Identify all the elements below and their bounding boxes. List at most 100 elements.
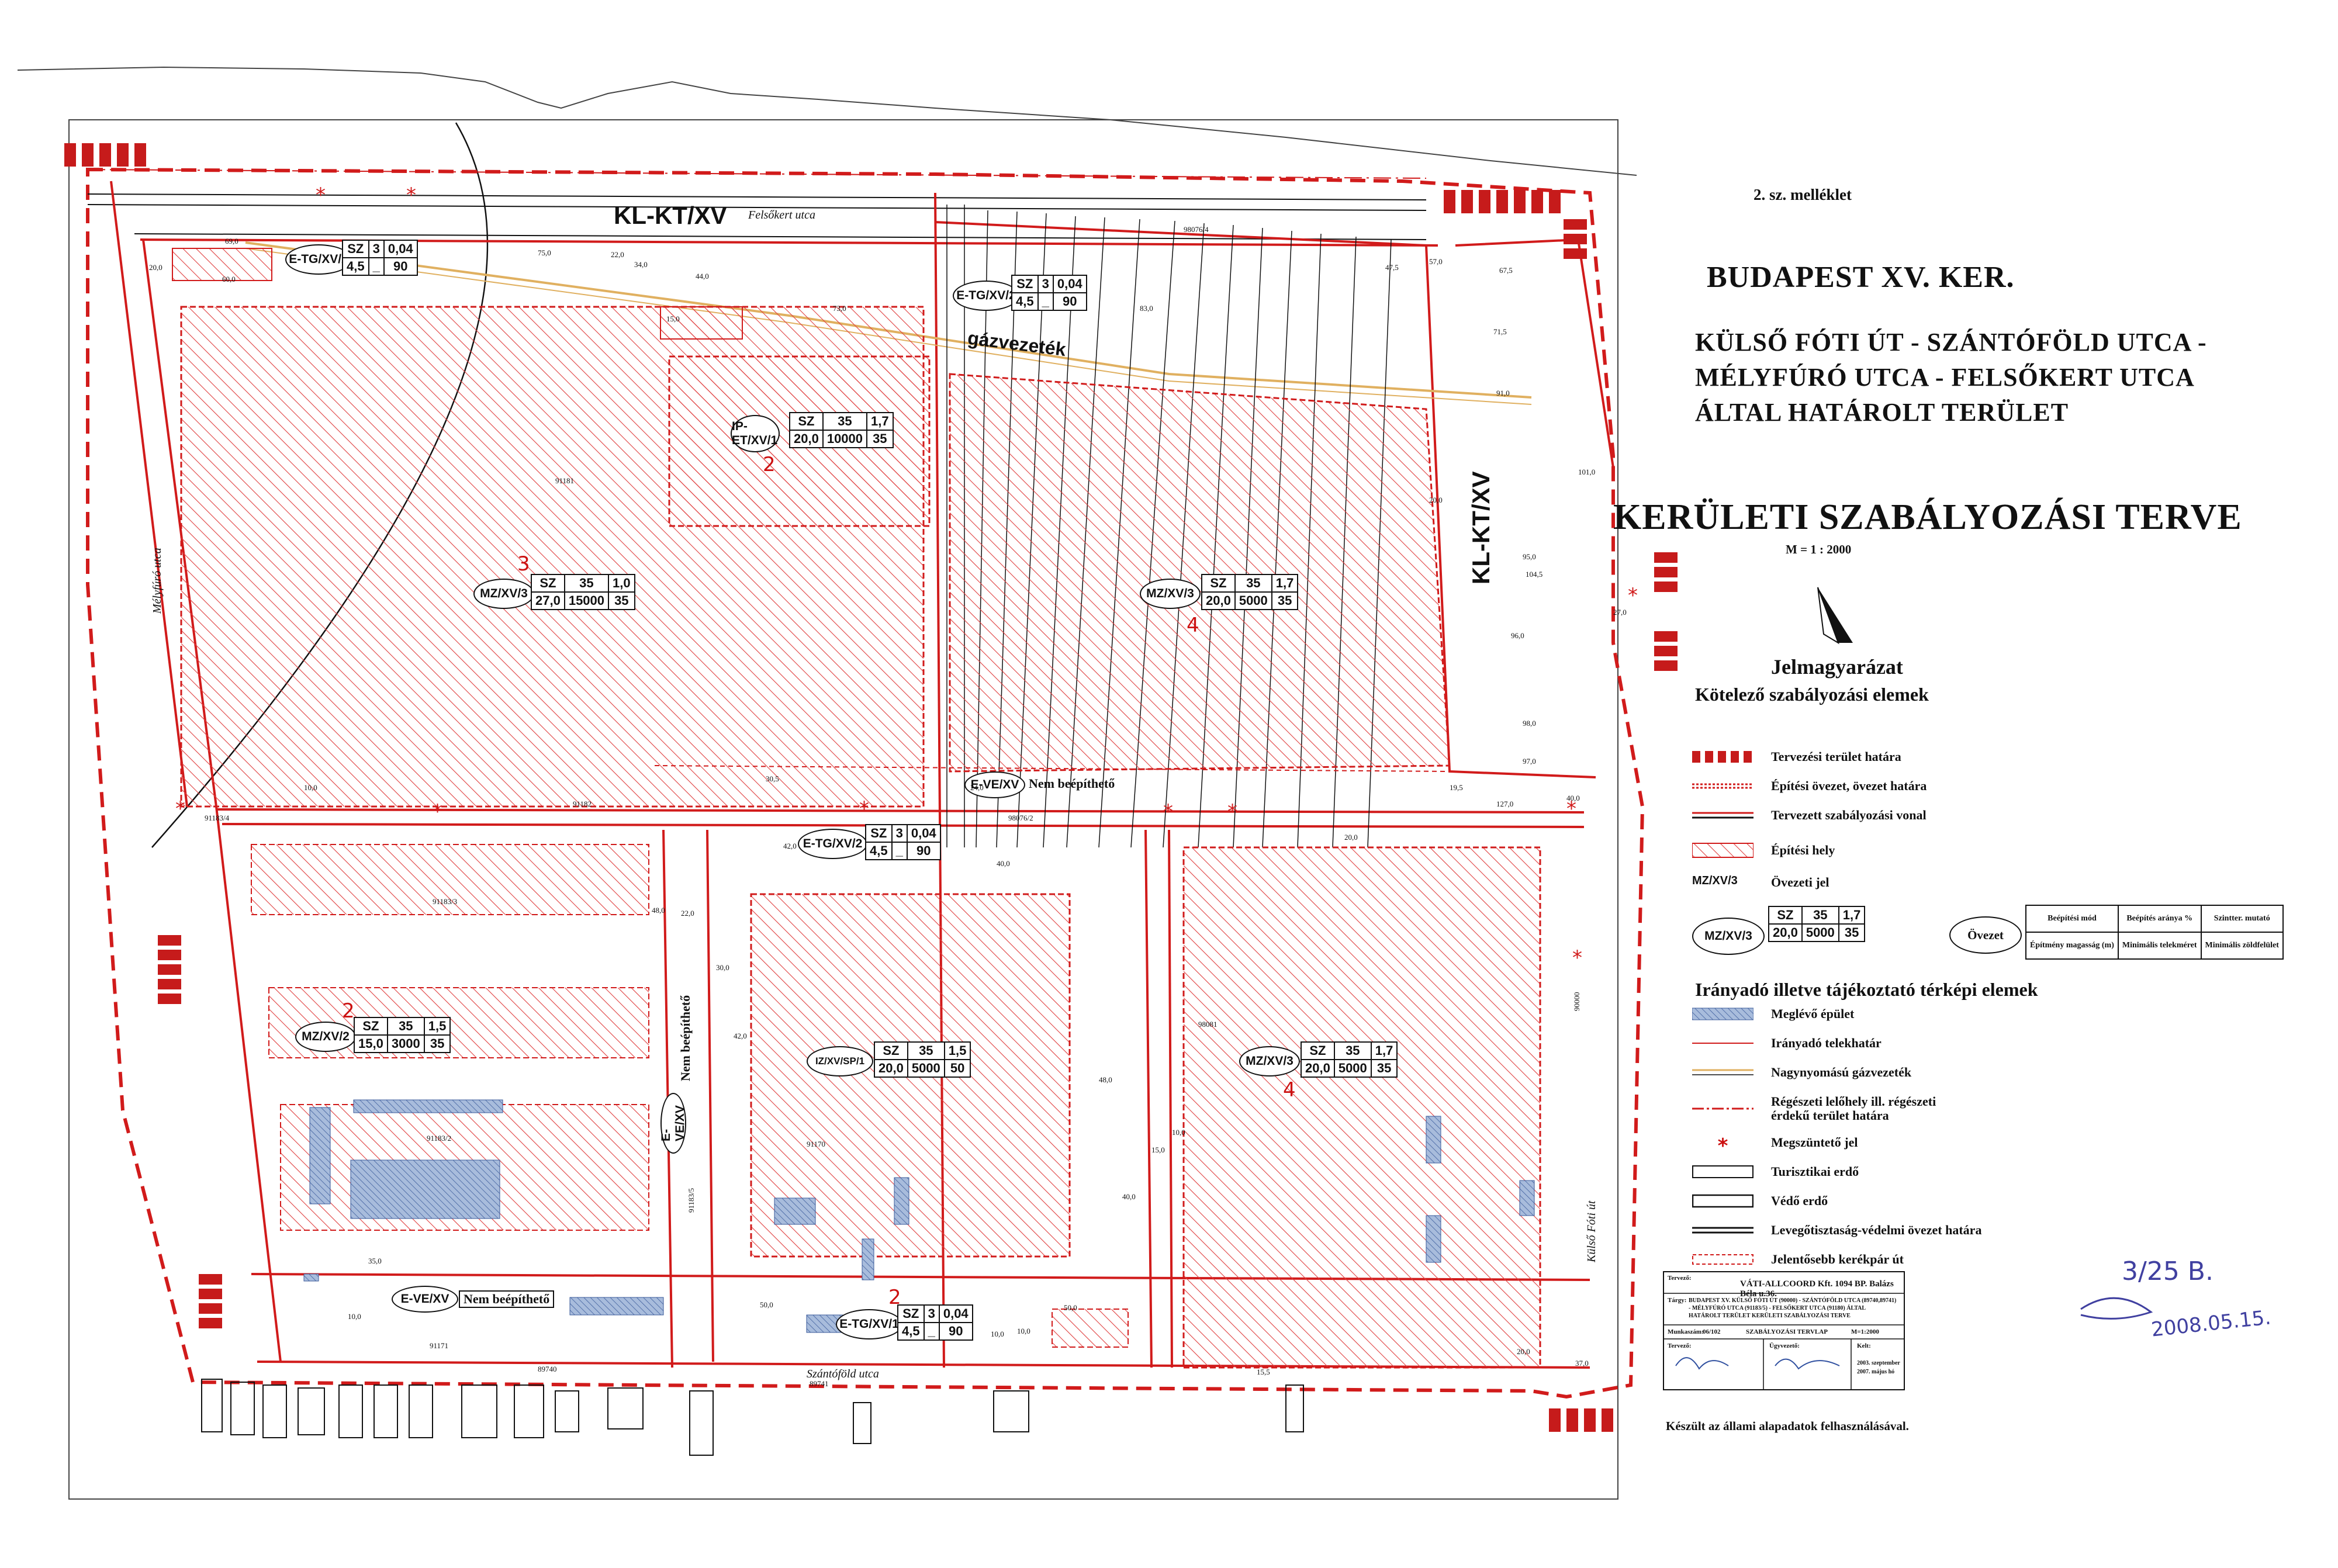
bike-symbol xyxy=(1692,1251,1754,1268)
zone-cell: 1,7 xyxy=(1271,574,1299,593)
handwritten-mark xyxy=(2080,1297,2153,1320)
zone-ellipse-mz3-a[interactable]: MZ/XV/3 xyxy=(473,579,534,609)
zone-mz3-strips xyxy=(949,373,1451,773)
dim-22: 22,0 xyxy=(611,250,624,259)
zone-ellipse-ipet[interactable]: IP-ET/XV/1 xyxy=(731,415,780,452)
parcel-91182: 91182 xyxy=(573,799,592,808)
explain-cell: Szintter. mutató xyxy=(2200,905,2284,933)
dim-40: 40,0 xyxy=(1566,794,1580,802)
dim-30-5: 30,5 xyxy=(766,774,779,783)
title-block: Tervező: VÁTI-ALLCOORD Kft. 1094 BP. Bal… xyxy=(1663,1271,1905,1390)
zone-cell: 5000 xyxy=(1333,1059,1372,1078)
legend-label: Nagynyomású gázvezeték xyxy=(1771,1065,1912,1079)
zone-cell: 15,0 xyxy=(354,1034,388,1053)
legend-item-zone-code: MZ/XV/3 Övezeti jel xyxy=(1692,874,1829,891)
zone-cell: 4,5 xyxy=(342,257,369,276)
zone-cell: 3 xyxy=(891,824,908,843)
legend-label: Turisztikai erdő xyxy=(1771,1164,1859,1179)
zone-cell: _ xyxy=(923,1322,940,1341)
dim-96: 96,0 xyxy=(1511,631,1524,640)
legend-label: Védő erdő xyxy=(1771,1193,1828,1208)
area-line-3: ÁLTAL HATÁROLT TERÜLET xyxy=(1695,398,2069,427)
district-title: BUDAPEST XV. KER. xyxy=(1707,261,2015,294)
svg-text:*: * xyxy=(1163,800,1173,823)
zone-cell: 5000 xyxy=(1234,591,1272,610)
sheet-outline xyxy=(68,119,1618,1500)
svg-text:*: * xyxy=(316,184,326,207)
archaeology-boundary xyxy=(87,169,1427,179)
legend-label: Jelentősebb kerékpár út xyxy=(1771,1252,1904,1266)
zone-cell: 1,5 xyxy=(943,1041,971,1060)
dim-50: 50,0 xyxy=(760,1300,773,1309)
legend-item-boundary: Tervezési terület határa xyxy=(1692,748,1901,766)
tb-date-1: 2003. szeptember xyxy=(1857,1360,1900,1366)
zone-ellipse-mz3-c[interactable]: MZ/XV/3 xyxy=(1239,1046,1300,1077)
legend-label: Építési hely xyxy=(1771,843,1835,857)
parcel-91183-2: 91183/2 xyxy=(427,1134,452,1143)
zone-cell: 1,5 xyxy=(423,1017,451,1036)
legend-zone-cell: 35 xyxy=(1801,906,1839,925)
dim-95: 95,0 xyxy=(1523,552,1536,561)
nem-beep-mid: Nem beépíthető xyxy=(1029,776,1115,791)
title-block-grid xyxy=(1664,1293,1904,1389)
zone-ellipse-mz3-b[interactable]: MZ/XV/3 xyxy=(1140,579,1201,609)
zone-cell: 35 xyxy=(1271,591,1299,610)
dim-75: 75,0 xyxy=(538,248,551,257)
dim-20: 20,0 xyxy=(149,263,162,272)
explain-cell: Építmény magasság (m) xyxy=(2025,932,2119,960)
zone-cell: 5000 xyxy=(907,1059,945,1078)
felsokert-street-lines xyxy=(87,193,1427,240)
zone-cell: 4,5 xyxy=(897,1322,925,1341)
street-felsokert: Felsőkert utca xyxy=(748,209,815,221)
legend-zone-cell: SZ xyxy=(1768,906,1803,925)
zone-cell: 90 xyxy=(383,257,418,276)
zone-ellipse-iz[interactable]: IZ/XV/SP/1 xyxy=(807,1046,873,1077)
zone-small-top xyxy=(660,306,743,340)
legend-item-plot-line: Irányadó telekhatár xyxy=(1692,1034,1882,1052)
dim-98: 98,0 xyxy=(1523,719,1536,728)
box-symbol xyxy=(1692,1193,1754,1209)
dim-37: 37,0 xyxy=(1575,1359,1589,1368)
street-melyfuro: Mélyfúró utca xyxy=(151,548,164,614)
dim-48: 48,0 xyxy=(1099,1075,1112,1084)
nem-beep-vert: Nem beépíthető xyxy=(678,995,693,1081)
legend-guide-title: Irányadó illetve tájékoztató térképi ele… xyxy=(1695,979,2038,1000)
zone-ellipse-etg2-c[interactable]: E-TG/XV/2 xyxy=(798,829,867,859)
dim-20-b: 20,0 xyxy=(1429,496,1443,504)
zone-ellipse-etg2-a[interactable]: E-TG/XV/2 xyxy=(285,244,352,275)
zone-code-symbol: MZ/XV/3 xyxy=(1692,874,1738,887)
dim-48-b: 48,0 xyxy=(652,906,665,915)
dim-27: 27,0 xyxy=(1613,608,1627,617)
legend-ovezet-ellipse: Övezet xyxy=(1949,916,2022,954)
parcel-91170: 91170 xyxy=(807,1140,826,1148)
zone-ellipse-etg2-b[interactable]: E-TG/XV/2 xyxy=(953,281,1019,311)
legend-label: Irányadó telekhatár xyxy=(1771,1036,1882,1050)
dim-10-d: 10,0 xyxy=(348,1312,361,1321)
tb-date-2: 2007. május hó xyxy=(1857,1369,1895,1375)
zone-cell: 0,04 xyxy=(383,240,418,258)
zone-cell: SZ xyxy=(789,412,824,431)
zone-etg-top xyxy=(172,248,272,281)
red-mark-3: 3 xyxy=(517,552,530,576)
zone-cell: 35 xyxy=(423,1034,451,1053)
svg-text:*: * xyxy=(859,797,869,821)
svg-text:*: * xyxy=(406,184,416,207)
dim-19-5: 19,5 xyxy=(1450,783,1463,792)
dim-91: 91,0 xyxy=(1496,389,1510,397)
zone-ellipse-mz2[interactable]: MZ/XV/2 xyxy=(295,1022,356,1052)
zone-cell: 3 xyxy=(923,1304,940,1323)
scale-label: M = 1 : 2000 xyxy=(1786,542,1852,556)
red-mark-2c: 2 xyxy=(888,1286,901,1309)
legend-item-tourist-forest: Turisztikai erdő xyxy=(1692,1163,1859,1181)
dim-50-b: 50,0 xyxy=(1064,1303,1077,1312)
annex-label: 2. sz. melléklet xyxy=(1754,186,1852,203)
zone-cell: 90 xyxy=(938,1322,973,1341)
parcel-90000: 90000 xyxy=(1572,992,1581,1012)
zone-ellipse-etg1[interactable]: E-TG/XV/1 xyxy=(836,1309,902,1339)
